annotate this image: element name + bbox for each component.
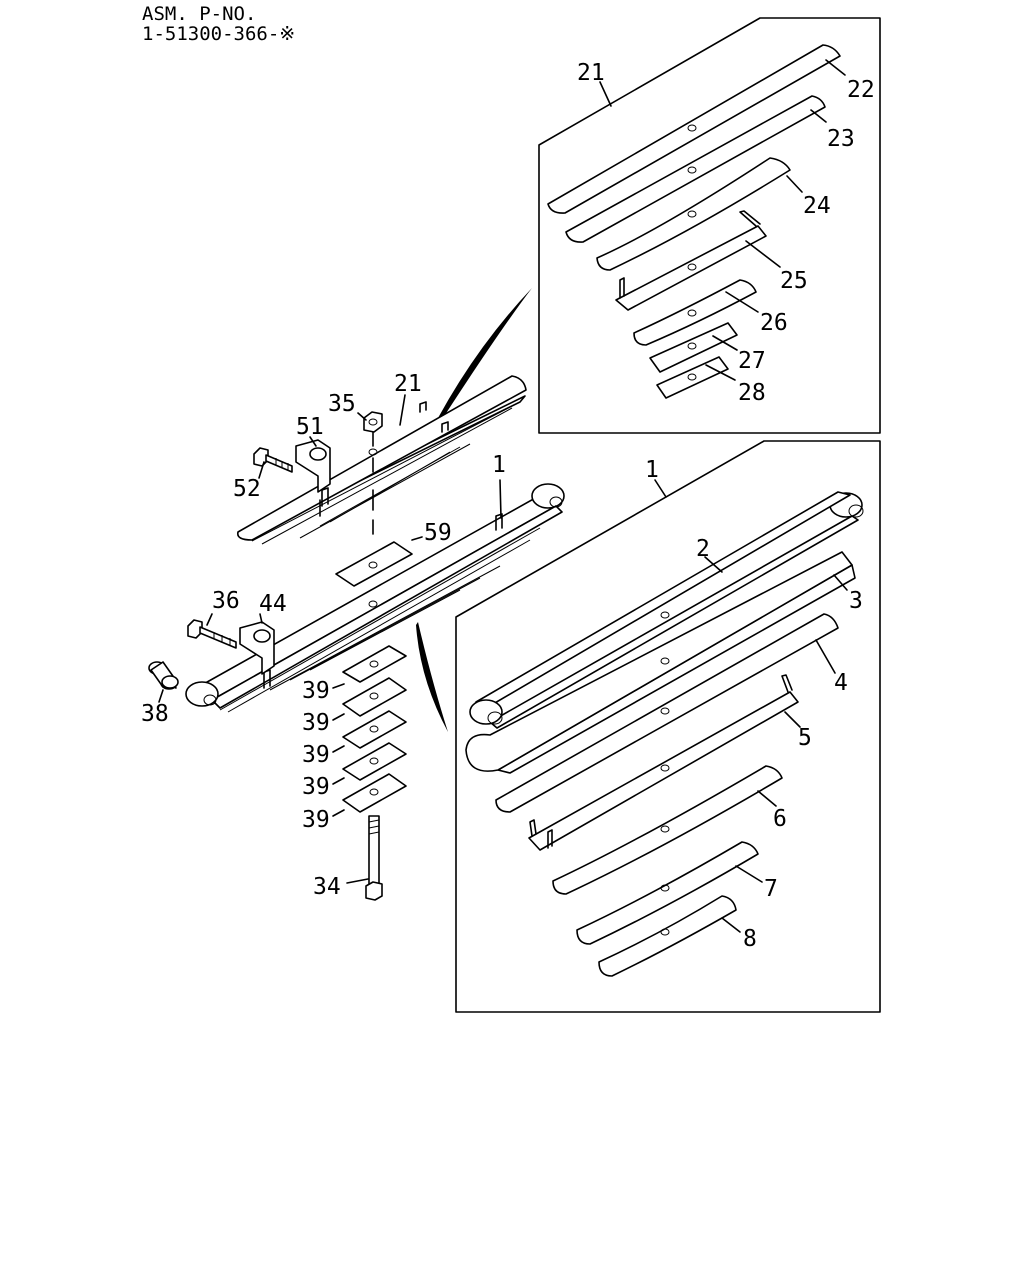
spacer-39-2 bbox=[342, 677, 407, 717]
label-39-5: 39 bbox=[302, 807, 330, 833]
spring-assembly-21 bbox=[236, 375, 527, 545]
label-1-box: 1 bbox=[645, 457, 659, 483]
spacer-39-4 bbox=[342, 742, 407, 781]
leaf-7 bbox=[576, 841, 759, 945]
detail-box-21 bbox=[538, 17, 881, 434]
pointer-wedge-lower bbox=[416, 622, 448, 732]
label-7: 7 bbox=[764, 876, 778, 902]
leaf-26 bbox=[633, 279, 757, 346]
leaf-5-clip-leaf bbox=[528, 674, 799, 851]
spacer-39-3 bbox=[342, 710, 407, 749]
label-27: 27 bbox=[738, 348, 766, 374]
leaf-3 bbox=[465, 551, 856, 774]
label-4: 4 bbox=[834, 670, 848, 696]
label-59: 59 bbox=[424, 520, 452, 546]
label-3: 3 bbox=[849, 588, 863, 614]
leaf-4 bbox=[495, 613, 839, 813]
label-38: 38 bbox=[141, 701, 169, 727]
nut-35 bbox=[363, 411, 383, 433]
label-36: 36 bbox=[212, 588, 240, 614]
label-39-3: 39 bbox=[302, 742, 330, 768]
leaf-24 bbox=[596, 157, 791, 271]
label-21: 21 bbox=[394, 371, 422, 397]
center-bolt-34 bbox=[365, 815, 383, 901]
leaf-6 bbox=[552, 765, 783, 895]
bolt-36 bbox=[187, 619, 237, 649]
spacer-39-5 bbox=[342, 773, 407, 813]
leaf-25-clip-leaf bbox=[615, 210, 767, 311]
label-39-2: 39 bbox=[302, 710, 330, 736]
label-23: 23 bbox=[827, 126, 855, 152]
leaf-22 bbox=[547, 44, 841, 214]
leaf-23 bbox=[565, 95, 826, 243]
bolt-52 bbox=[253, 447, 293, 473]
label-52: 52 bbox=[233, 476, 261, 502]
plate-59 bbox=[335, 541, 413, 587]
label-22: 22 bbox=[847, 77, 875, 103]
label-39-4: 39 bbox=[302, 774, 330, 800]
label-2: 2 bbox=[696, 536, 710, 562]
spacer-39-1 bbox=[342, 645, 407, 683]
bushing-38 bbox=[148, 661, 179, 690]
detail-box-1 bbox=[455, 440, 881, 1013]
leaf-2-main-leaf bbox=[469, 491, 864, 729]
label-6: 6 bbox=[773, 806, 787, 832]
label-5: 5 bbox=[798, 725, 812, 751]
leaf-27 bbox=[649, 322, 738, 373]
label-1: 1 bbox=[492, 452, 506, 478]
label-34: 34 bbox=[313, 874, 341, 900]
label-26: 26 bbox=[760, 310, 788, 336]
label-21-box: 21 bbox=[577, 60, 605, 86]
label-24: 24 bbox=[803, 193, 831, 219]
label-28: 28 bbox=[738, 380, 766, 406]
label-8: 8 bbox=[743, 926, 757, 952]
pointer-wedge-upper bbox=[438, 288, 532, 421]
assembly-part-number-label: ASM. P-NO. bbox=[142, 3, 256, 25]
label-39-1: 39 bbox=[302, 678, 330, 704]
clamp-44 bbox=[239, 621, 275, 675]
leaf-8 bbox=[598, 895, 737, 977]
assembly-part-number-value: 1-51300-366-※ bbox=[142, 23, 295, 45]
label-44: 44 bbox=[259, 591, 287, 617]
clamp-51 bbox=[295, 439, 331, 493]
label-51: 51 bbox=[296, 414, 324, 440]
label-25: 25 bbox=[780, 268, 808, 294]
spring-assembly-1 bbox=[185, 483, 565, 713]
label-35: 35 bbox=[328, 391, 356, 417]
